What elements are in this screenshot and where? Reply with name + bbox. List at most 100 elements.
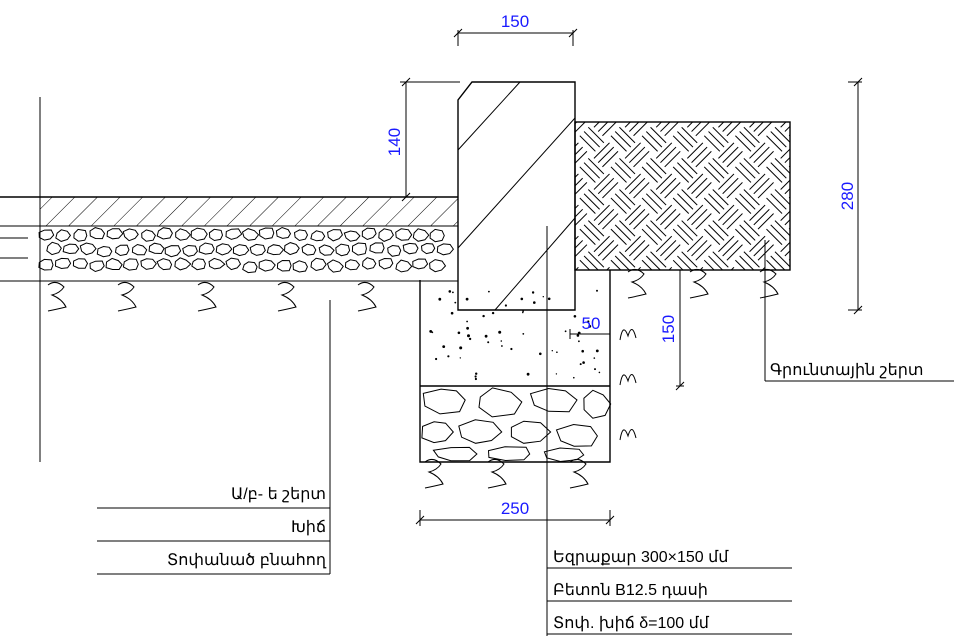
stone (89, 260, 105, 273)
concrete-aggregate (468, 337, 472, 341)
stone (402, 242, 419, 255)
stone (156, 227, 173, 240)
concrete-aggregate (578, 340, 580, 343)
concrete-aggregate (459, 357, 461, 359)
concrete-aggregate (526, 372, 530, 376)
concrete-aggregate (500, 340, 503, 342)
concrete-aggregate (435, 357, 438, 361)
stone (225, 257, 242, 271)
stone (510, 420, 552, 444)
concrete-aggregate (457, 331, 461, 335)
curb-stone (457, 81, 576, 311)
concrete-aggregate (547, 297, 551, 301)
stone (131, 243, 148, 256)
stone (361, 257, 377, 270)
concrete-aggregate (442, 345, 446, 348)
concrete-aggregate (498, 330, 502, 334)
concrete-aggregate (564, 330, 567, 333)
concrete-aggregate (542, 296, 544, 298)
concrete-aggregate (598, 371, 601, 374)
stone (46, 241, 62, 256)
concrete-aggregate (482, 314, 485, 318)
label-asphalt-layer: Ա/բ- ե շերտ (231, 486, 326, 503)
soil-mark (277, 281, 297, 312)
label-concrete: Բետոն B12.5 դասի (553, 582, 708, 599)
concrete-aggregate (438, 297, 442, 301)
concrete-aggregate (593, 357, 596, 359)
stone (122, 228, 139, 242)
stone (429, 228, 445, 243)
stone (241, 228, 260, 241)
concrete-aggregate (522, 311, 524, 314)
dimension-lines (400, 28, 863, 526)
stone (62, 243, 80, 255)
dim-curb-exposed-height: 140 (385, 128, 404, 156)
stone (478, 387, 523, 418)
concrete-aggregate (459, 346, 463, 350)
stone (96, 245, 113, 258)
stone (232, 244, 250, 257)
concrete-aggregate (520, 297, 524, 301)
stone (432, 446, 478, 462)
soil-mark (619, 329, 637, 341)
concrete-aggregate (450, 311, 454, 315)
stone (208, 257, 226, 270)
stone (258, 227, 275, 240)
stone (38, 229, 55, 241)
stone (436, 243, 455, 256)
stone (225, 228, 243, 240)
stone (266, 244, 285, 256)
stone (249, 243, 266, 256)
stone (106, 228, 124, 240)
stone (310, 230, 326, 242)
concrete-aggregate (474, 377, 477, 381)
dim-curb-height: 280 (838, 182, 857, 210)
concrete-aggregate (551, 350, 553, 352)
stone (190, 227, 208, 242)
concrete-aggregate (556, 351, 558, 354)
dim-base-width: 250 (501, 499, 529, 518)
stone (378, 257, 394, 270)
dim-curb-width: 150 (501, 12, 529, 31)
stone (182, 244, 198, 257)
soil-mark (619, 374, 637, 386)
concrete-aggregate (581, 349, 584, 353)
concrete-aggregate (448, 290, 452, 293)
stone (55, 229, 72, 242)
concrete-aggregate (429, 330, 433, 333)
stone (141, 229, 156, 242)
stone (301, 243, 317, 256)
soil-mark (619, 429, 637, 441)
stone (164, 245, 182, 258)
stone (326, 259, 344, 273)
concrete-aggregate (465, 297, 469, 301)
stone (38, 258, 54, 271)
stone (344, 259, 361, 271)
concrete-aggregate (510, 347, 513, 351)
stone (275, 226, 292, 239)
stone (174, 257, 192, 271)
stone (369, 242, 385, 254)
stone (487, 446, 531, 462)
stone (114, 244, 130, 257)
concrete-aggregate (522, 333, 525, 335)
stone (292, 260, 308, 273)
concrete-aggregate (488, 290, 490, 293)
right-soil-marks (619, 268, 779, 441)
concrete-aggregate (587, 320, 590, 323)
concrete-aggregate (475, 372, 478, 375)
stone (215, 243, 233, 256)
label-soil-layer: Գրունտային շերտ (770, 362, 924, 379)
concrete-aggregate (582, 361, 585, 364)
concrete-aggregate (501, 345, 503, 347)
stone (79, 242, 97, 256)
stone (351, 242, 367, 256)
soil-mark (759, 268, 779, 299)
dim-base-offset: 50 (582, 314, 601, 333)
soil-mark (569, 458, 589, 489)
label-gravel: Խիճ (291, 519, 326, 536)
concrete-aggregate (531, 291, 535, 294)
concrete-aggregate (588, 324, 592, 328)
stone (458, 419, 503, 444)
concrete-aggregate (595, 349, 599, 353)
